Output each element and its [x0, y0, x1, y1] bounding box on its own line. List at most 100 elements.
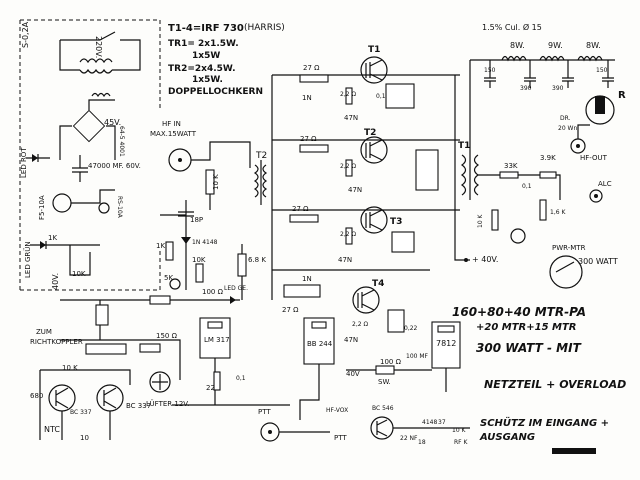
relay-coil	[595, 96, 605, 114]
hf-in-pin	[178, 158, 182, 162]
ind3-label: 8W.	[586, 41, 601, 50]
output-transformer-label: T1	[458, 141, 470, 151]
d4148-label: 1N 4148	[192, 239, 218, 246]
regulator-tab	[437, 325, 455, 333]
led-red	[26, 154, 50, 162]
filter-cap-value: 47000 MF. 60V.	[88, 162, 141, 170]
note-core: DOPPELLOCHKERN	[168, 87, 263, 97]
v40-terminal	[464, 258, 468, 262]
r150	[139, 343, 161, 353]
r27-t1-label: 27 Ω	[303, 64, 320, 72]
note-tr1-a: TR1= 2x1.5W.	[168, 39, 239, 49]
right-r10k	[491, 209, 499, 231]
title-line-2: +20 MTR+15 MTR	[476, 322, 577, 333]
meter-pot	[510, 228, 526, 244]
ptt-pin	[268, 430, 272, 434]
r18-label: 18	[418, 439, 426, 446]
pwr-meter-label: PWR-MTR	[552, 244, 586, 252]
d4148-lower: 4148	[422, 419, 437, 426]
r5k-pot	[169, 278, 181, 290]
transistor-t3	[360, 206, 388, 234]
lm317-tab	[207, 321, 223, 329]
note-tr2-a: TR2=2x4.5W.	[168, 64, 236, 74]
note-manufacturer: (HARRIS)	[244, 23, 285, 33]
hf-vox-label: HF-VOX	[326, 407, 348, 414]
transistor-t4	[352, 286, 380, 314]
t4-label: T4	[372, 279, 384, 289]
gate-bias-wire	[160, 200, 187, 290]
r39k-label: 3.9K	[540, 154, 556, 162]
v40-label: + 40V.	[472, 255, 498, 264]
lower-c01: 0,1	[236, 375, 246, 382]
r220	[213, 371, 221, 391]
zum-label: ZUM	[36, 328, 52, 336]
regulator-wiring	[346, 368, 447, 392]
t2-transformer-label: T2	[255, 151, 267, 161]
input-r10k-label: 10 K	[212, 174, 220, 190]
title-line-5: SCHÜTZ IM EINGANG +	[480, 415, 609, 429]
led-ge-label: LED GE.	[224, 285, 248, 292]
r22-t4-label: 2,2 Ω	[352, 321, 368, 328]
output-transformer	[460, 150, 480, 200]
t3-label: T3	[390, 217, 402, 227]
psu-wire-1	[71, 189, 115, 204]
secondary-voltage: 45V.	[104, 118, 121, 127]
lpf-c4	[602, 60, 614, 88]
sw-label: SW.	[378, 378, 391, 386]
fan	[149, 371, 171, 393]
r27-t1	[299, 74, 329, 83]
psu-r10: 10K	[72, 270, 86, 278]
richtkoppler-label: RICHTKOPPLER	[30, 338, 83, 346]
lpf-c1	[484, 60, 496, 88]
hf-out-wire	[577, 124, 590, 139]
ind1-label: 8W.	[510, 41, 525, 50]
psu-boundary-lower	[20, 250, 161, 291]
r680-label: 680	[30, 392, 43, 400]
bb244-wiring	[299, 364, 320, 420]
transistor-t2	[360, 136, 388, 164]
transistor-wiring	[39, 369, 131, 440]
lm317-label: LM 317	[204, 336, 230, 344]
bc546	[370, 416, 394, 440]
fuse-indicator	[52, 193, 72, 213]
lpf-line	[469, 59, 615, 150]
hf-in-label: HF IN	[162, 120, 181, 128]
ptt-label-1: PTT	[258, 408, 271, 416]
diode-type: 64-5 4001	[118, 126, 125, 157]
meter-value: 300 WATT	[578, 257, 618, 266]
r10k-lower: 10 K	[62, 364, 78, 372]
r220-label: 220	[206, 384, 219, 392]
r37-label: 37	[438, 419, 446, 426]
mains-voltage: 220V.	[94, 36, 103, 58]
r100b	[375, 365, 395, 375]
regulator-label: 7812	[436, 339, 456, 348]
led-ge-resistor	[149, 295, 171, 305]
c1-label: 150	[484, 67, 496, 74]
r33k-label: 33K	[504, 162, 518, 170]
rfk-label: RF K	[454, 439, 469, 446]
c4-label: 150	[596, 67, 608, 74]
r22-t3	[345, 227, 353, 245]
input-wire	[191, 141, 251, 168]
ind2-label: 9W.	[548, 41, 563, 50]
bc2-label: BC 337	[126, 402, 151, 410]
c2-label: 390	[520, 85, 532, 92]
r150-label: 150 Ω	[156, 332, 178, 340]
psu-40v: 40V.	[51, 273, 60, 290]
c22-label: 22 NF	[400, 435, 418, 442]
c18p	[178, 211, 194, 217]
bc1-label: BC 337	[70, 409, 92, 416]
r27-t4-label: 27 Ω	[282, 306, 299, 314]
fan-label: LÜFTER 12V.	[146, 399, 189, 408]
lpf-c3	[562, 60, 574, 88]
lpf-title: 1.5% Cul. Ø 15	[482, 22, 542, 32]
r27-t3	[289, 214, 319, 223]
psu-r1k: 1K	[48, 234, 57, 242]
r100b-label: 100 Ω	[380, 358, 402, 366]
r39k	[539, 171, 557, 179]
filter-capacitor	[72, 155, 88, 182]
relay-label: R	[618, 90, 626, 101]
meter-needle	[555, 261, 575, 273]
sense-line	[478, 174, 561, 200]
